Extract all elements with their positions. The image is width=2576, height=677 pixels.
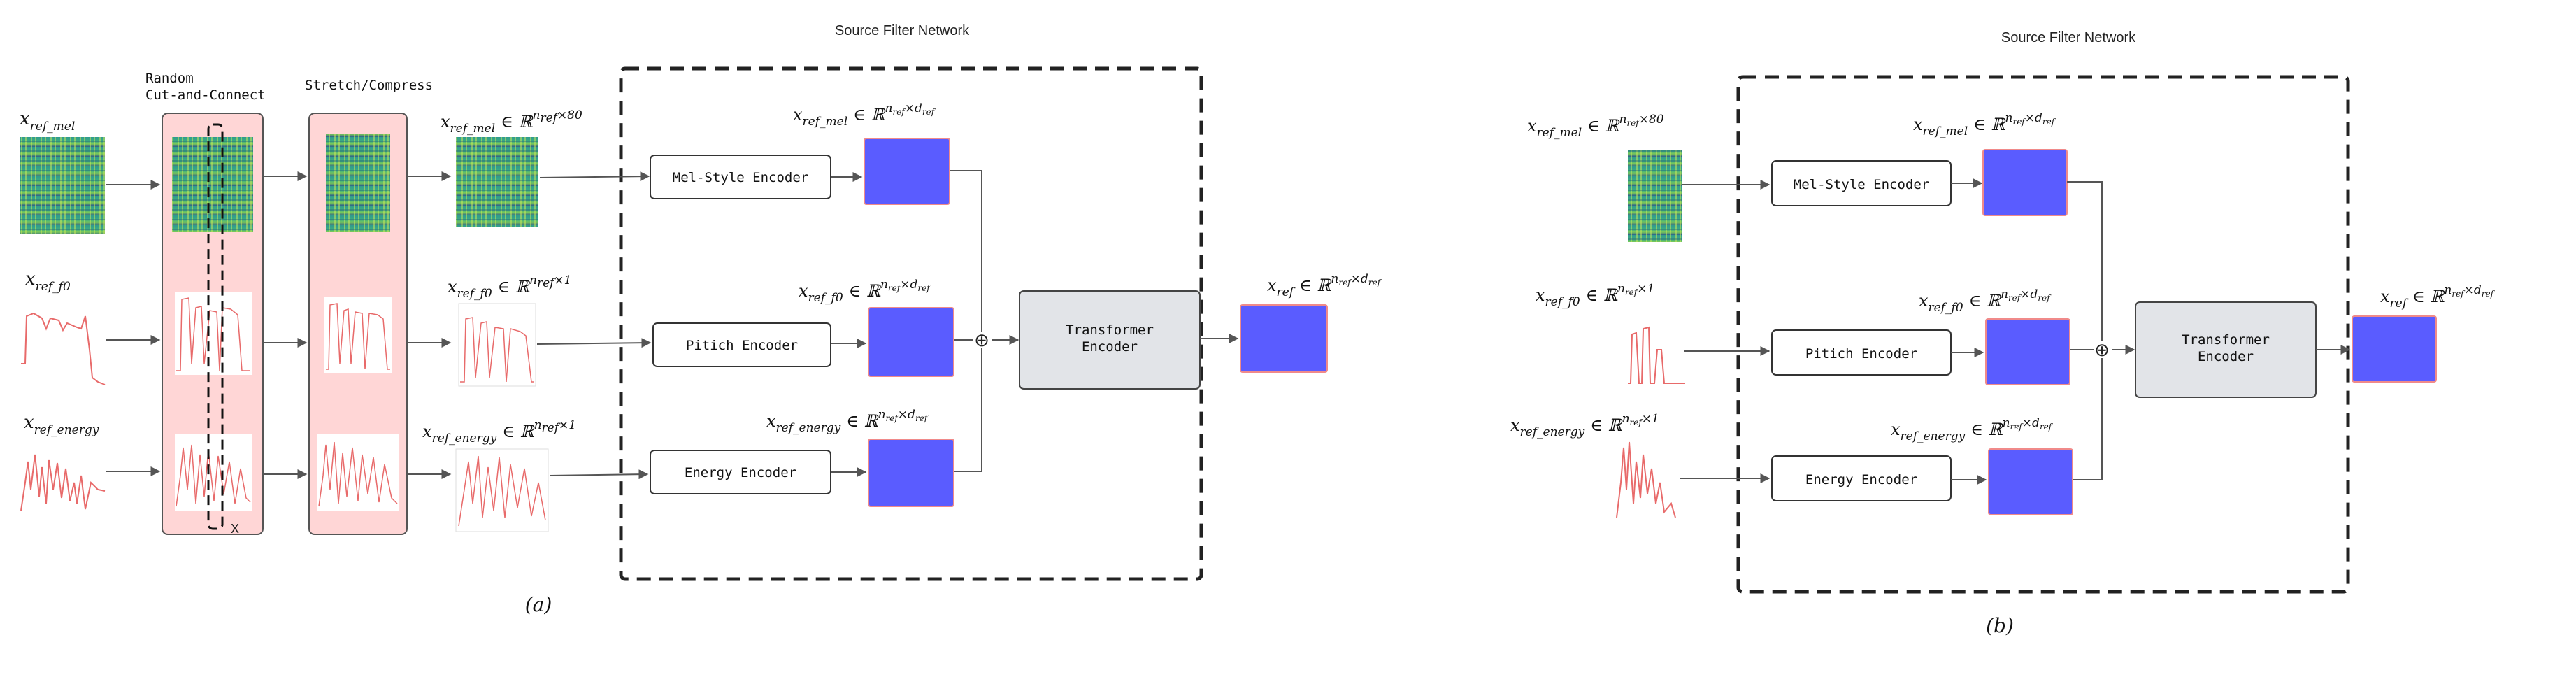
panel-b-energy-embedding [1988,448,2073,515]
panel-a-energy-embedding-label: xref_energy∈ ℝnref×dref [766,408,929,435]
panel-a-proc-f0-label: xref_f0∈ ℝnref×1 [448,273,571,301]
panel-a-aug1-mel-spectrogram [172,137,253,232]
panel-a-transformer-label-1: Transformer [1066,322,1154,338]
panel-a-input-f0-label: xref_f0 [25,269,71,294]
panel-a: Source Filter Network xref_mel xref_f0 x… [20,23,1382,616]
panel-a-arrow-to-energy-encoder [549,469,649,480]
panel-a-arrow-to-mel-encoder [539,171,650,182]
panel-a-connector-energy-to-sum [954,348,982,472]
panel-a-f0-embedding [868,307,954,377]
panel-b-output-label: xref∈ ℝnref×dref [2380,283,2496,311]
panel-a-aug-stretch-label: Stretch/Compress [305,78,433,93]
panel-a-mel-embedding [864,138,950,205]
panel-a-f0-embedding-label: xref_f0∈ ℝnref×dref [799,278,931,305]
panel-a-cut-selection-window [207,123,224,530]
panel-a-mel-style-encoder-label: Mel-Style Encoder [673,170,808,185]
panel-b-mel-embedding [1982,149,2068,216]
panel-a-proc-mel-spectrogram [456,137,538,227]
panel-b-energy-encoder [1771,455,1952,501]
panel-a-aug-random-label-2: Cut-and-Connect [145,87,266,103]
svg-text:xref_energy∈ ℝnref×dref: xref_energy∈ ℝnref×dref [1891,416,2054,443]
panel-b-input-mel-spectrogram [1628,150,1682,242]
panel-a-mel-embedding-label: xref_mel∈ ℝnref×dref [793,101,936,129]
panel-a-proc-mel-label: xref_mel∈ ℝnref×80 [441,108,582,136]
panel-a-proc-energy-signal [458,455,546,527]
svg-text:xref_energy∈ ℝnref×dref: xref_energy∈ ℝnref×dref [766,408,929,435]
panel-a-pitch-encoder-label: Pitich Encoder [686,338,798,353]
panel-b-mel-style-encoder-label: Mel-Style Encoder [1794,177,1929,192]
panel-b-input-energy-label: xref_energy∈ ℝnref×1 [1510,412,1659,439]
panel-a-output-embedding [1240,304,1328,373]
svg-text:xref_f0∈ ℝnref×1: xref_f0∈ ℝnref×1 [448,273,571,301]
panel-b-sum-symbol: ⊕ [2094,339,2110,360]
panel-a-network-box [619,66,1203,581]
panel-b-network-box [1736,75,2350,594]
panel-a-input-mel-spectrogram [20,137,105,234]
panel-a-input-energy-signal [20,454,106,511]
panel-b-energy-encoder-label: Energy Encoder [1805,472,1917,487]
svg-text:xref_mel: xref_mel [20,108,75,134]
svg-text:xref_energy: xref_energy [24,412,99,437]
panel-a-output-label: xref∈ ℝnref×dref [1267,272,1382,299]
panel-a-pitch-encoder [652,322,831,367]
panel-a-input-mel-label: xref_mel [20,108,75,134]
svg-text:xref_energy∈ ℝnref×1: xref_energy∈ ℝnref×1 [1510,412,1659,439]
panel-b-input-f0-signal [1628,326,1685,384]
panel-a-sum-symbol: ⊕ [974,329,989,350]
svg-text:xref_f0∈ ℝnref×1: xref_f0∈ ℝnref×1 [1536,282,1654,309]
panel-a-aug1-f0-plot [175,292,252,375]
panel-a-caption: (a) [525,593,552,616]
panel-a-proc-f0-plot [458,303,536,387]
svg-text:xref∈ ℝnref×dref: xref∈ ℝnref×dref [1267,272,1382,299]
panel-a-energy-embedding [868,439,954,507]
svg-text:xref_mel∈ ℝnref×80: xref_mel∈ ℝnref×80 [441,108,582,136]
panel-b-pitch-encoder-label: Pitich Encoder [1805,346,1917,362]
panel-a-cut-mark: X [231,522,239,536]
panel-b-transformer-label-1: Transformer [2182,332,2270,348]
panel-b-energy-embedding-label: xref_energy∈ ℝnref×dref [1891,416,2054,443]
panel-b-connector-mel-to-sum [2067,181,2103,341]
svg-text:xref_f0: xref_f0 [25,269,71,294]
panel-a-transformer-encoder [1019,290,1201,390]
panel-a-proc-f0-signal [460,317,534,383]
panel-b-input-mel-label: xref_mel∈ ℝnref×80 [1527,113,1664,140]
panel-b-caption: (b) [1986,614,2014,637]
panel-a-arrow-to-pitch-encoder [536,338,652,348]
panel-a-input-f0-signal [21,312,106,385]
svg-text:xref_f0∈ ℝnref×dref: xref_f0∈ ℝnref×dref [799,278,931,305]
svg-text:xref_mel∈ ℝnref×dref: xref_mel∈ ℝnref×dref [793,101,936,129]
panel-b-output-embedding [2352,315,2437,383]
panel-b-input-energy-signal [1616,441,1676,518]
panel-b-transformer-label-2: Encoder [2198,349,2254,364]
panel-b: Source Filter Network xref_mel∈ ℝnref×80… [1510,30,2496,637]
panel-b-input-f0-label: xref_f0∈ ℝnref×1 [1536,282,1654,309]
panel-b-f0-embedding-label: xref_f0∈ ℝnref×dref [1919,287,2052,315]
panel-a-aug2-f0-signal [326,303,390,370]
panel-b-connector-energy-to-sum [2073,358,2103,480]
panel-a-proc-energy-label: xref_energy∈ ℝnref×1 [422,418,576,446]
panel-b-title: Source Filter Network [2001,30,2136,45]
panel-a-aug2-mel-spectrogram [326,134,390,232]
svg-text:xref_f0∈ ℝnref×dref: xref_f0∈ ℝnref×dref [1919,287,2052,315]
panel-a-title: Source Filter Network [835,23,970,38]
svg-text:xref_mel∈ ℝnref×dref: xref_mel∈ ℝnref×dref [1913,111,2056,138]
panel-a-transformer-label-2: Encoder [1082,339,1138,355]
panel-a-aug-random-label-1: Random [145,71,194,86]
panel-a-input-energy-label: xref_energy [24,412,99,437]
panel-a-aug2-f0-plot [324,297,392,373]
panel-a-connector-mel-to-sum [950,170,982,332]
panel-b-f0-embedding [1985,318,2070,385]
panel-b-mel-embedding-label: xref_mel∈ ℝnref×dref [1913,111,2056,138]
svg-text:xref_energy∈ ℝnref×1: xref_energy∈ ℝnref×1 [422,418,576,446]
svg-text:xref∈ ℝnref×dref: xref∈ ℝnref×dref [2380,283,2496,311]
svg-text:xref_mel∈ ℝnref×80: xref_mel∈ ℝnref×80 [1527,113,1664,140]
panel-a-aug2-energy-signal [318,441,398,507]
panel-a-energy-encoder-label: Energy Encoder [685,465,796,480]
panel-a-aug1-f0-signal [176,297,250,371]
